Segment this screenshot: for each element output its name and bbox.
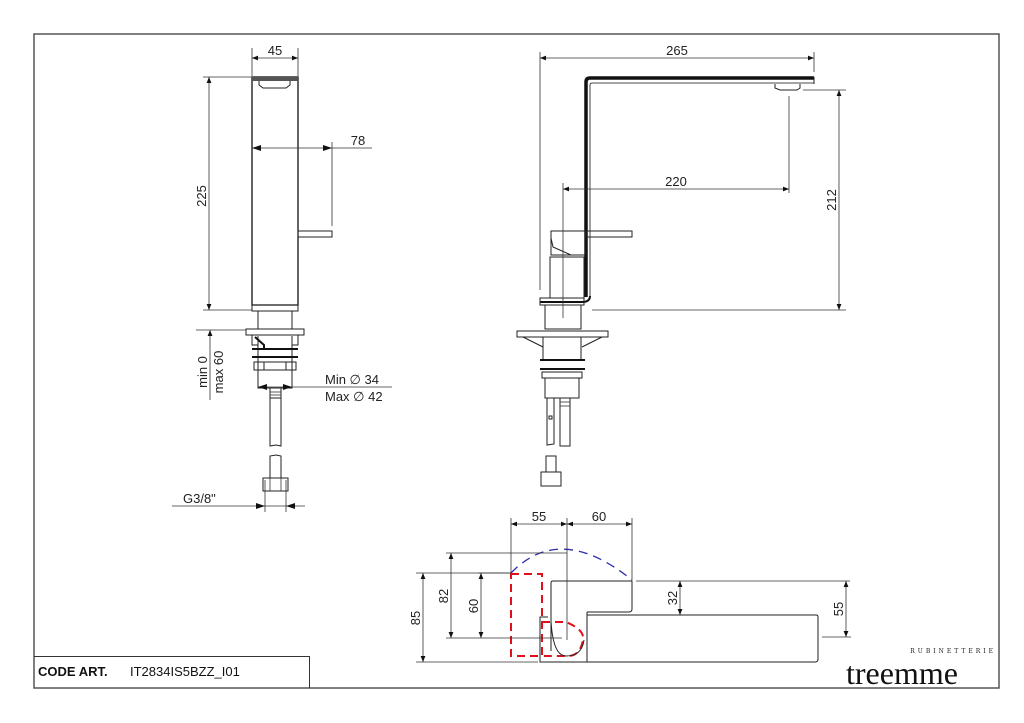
plan-dim-82: 82 (436, 589, 451, 603)
logo-wordmark: treemme (846, 655, 958, 691)
plan-view: 55 60 85 82 60 32 55 (408, 509, 851, 663)
code-art-value: IT2834IS5BZZ_I01 (130, 664, 240, 679)
front-body (251, 76, 299, 306)
drawing-frame (33, 33, 1000, 689)
plan-spout-upper (550, 580, 633, 651)
front-aerator (258, 81, 291, 89)
dim-lever-78: 78 (351, 133, 365, 148)
plan-dim-55-right: 55 (831, 602, 846, 616)
side-flange (516, 330, 609, 338)
dim-reach-265: 265 (666, 43, 688, 58)
front-flange (245, 328, 305, 336)
rotation-arc (510, 548, 633, 581)
hole-min-diameter: Min ∅ 34 (325, 372, 379, 387)
hole-max-diameter: Max ∅ 42 (325, 389, 383, 404)
plan-dim-60-vertical: 60 (466, 599, 481, 613)
title-block (34, 656, 310, 688)
dim-spout-center-220: 220 (665, 174, 687, 189)
plan-spout-lower (539, 612, 819, 663)
deck-min-0: min 0 (195, 356, 210, 388)
side-cartridge (550, 230, 586, 256)
plan-dim-60: 60 (592, 509, 606, 524)
lever-sweep-outline (510, 573, 543, 657)
side-lever (585, 230, 633, 238)
deck-max-60: max 60 (211, 351, 226, 394)
plan-dim-55: 55 (532, 509, 546, 524)
front-base-ring (251, 304, 299, 312)
front-top-cap (252, 77, 298, 81)
connection-thread: G3/8" (183, 491, 216, 506)
front-nut (253, 361, 297, 371)
dim-width-45: 45 (268, 43, 282, 58)
code-art-label: CODE ART. (38, 664, 108, 679)
brand-logo: RUBINETTERIE treemme (846, 648, 998, 691)
side-view: 265 220 212 (516, 43, 846, 487)
front-view: 45 225 78 min 0 max 60 Min ∅ 34 Max ∅ 42… (172, 43, 392, 512)
side-connector (540, 471, 562, 487)
side-spout (584, 76, 814, 297)
side-body (549, 256, 585, 299)
front-connector (262, 477, 289, 492)
plan-dim-85: 85 (408, 611, 423, 625)
logo-subtitle: RUBINETTERIE (910, 648, 996, 655)
dim-spout-height-212: 212 (824, 189, 839, 211)
side-aerator (774, 84, 801, 91)
front-lever (297, 230, 333, 238)
dim-height-225: 225 (194, 185, 209, 207)
plan-dim-32: 32 (665, 591, 680, 605)
